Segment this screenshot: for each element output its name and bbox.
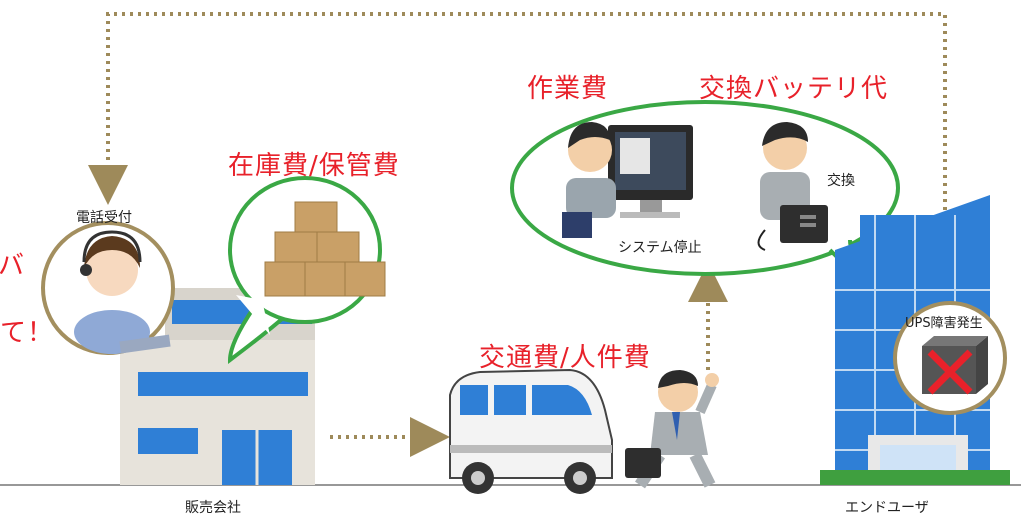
cut-off-text-1: バ	[0, 251, 26, 281]
service-van	[449, 368, 613, 494]
replace-label: 交換	[827, 173, 855, 189]
ups-failure-circle	[893, 301, 1007, 415]
labor-fee-label: 作業費	[527, 74, 609, 104]
battery-replacer-illustration	[757, 122, 828, 251]
system-operator-illustration	[562, 122, 693, 238]
cardboard-boxes	[264, 201, 386, 297]
phone-reception-label: 電話受付	[76, 210, 132, 226]
cut-off-text-2: て！	[0, 318, 55, 348]
transport-personnel-cost-label: 交通費/人件費	[479, 343, 651, 373]
inventory-storage-cost-label: 在庫費/保管費	[228, 151, 400, 181]
system-stop-label: システム停止	[618, 240, 702, 256]
phone-operator-illustration	[41, 221, 175, 355]
replacement-battery-cost-label: 交換バッテリ代	[699, 74, 889, 104]
return-flow-line	[88, 12, 947, 290]
end-user-label: エンドユーザ	[845, 500, 929, 516]
ups-failure-label: UPS障害発生	[905, 316, 983, 331]
sales-company-label: 販売会社	[185, 500, 241, 516]
field-engineer-illustration	[625, 370, 719, 489]
